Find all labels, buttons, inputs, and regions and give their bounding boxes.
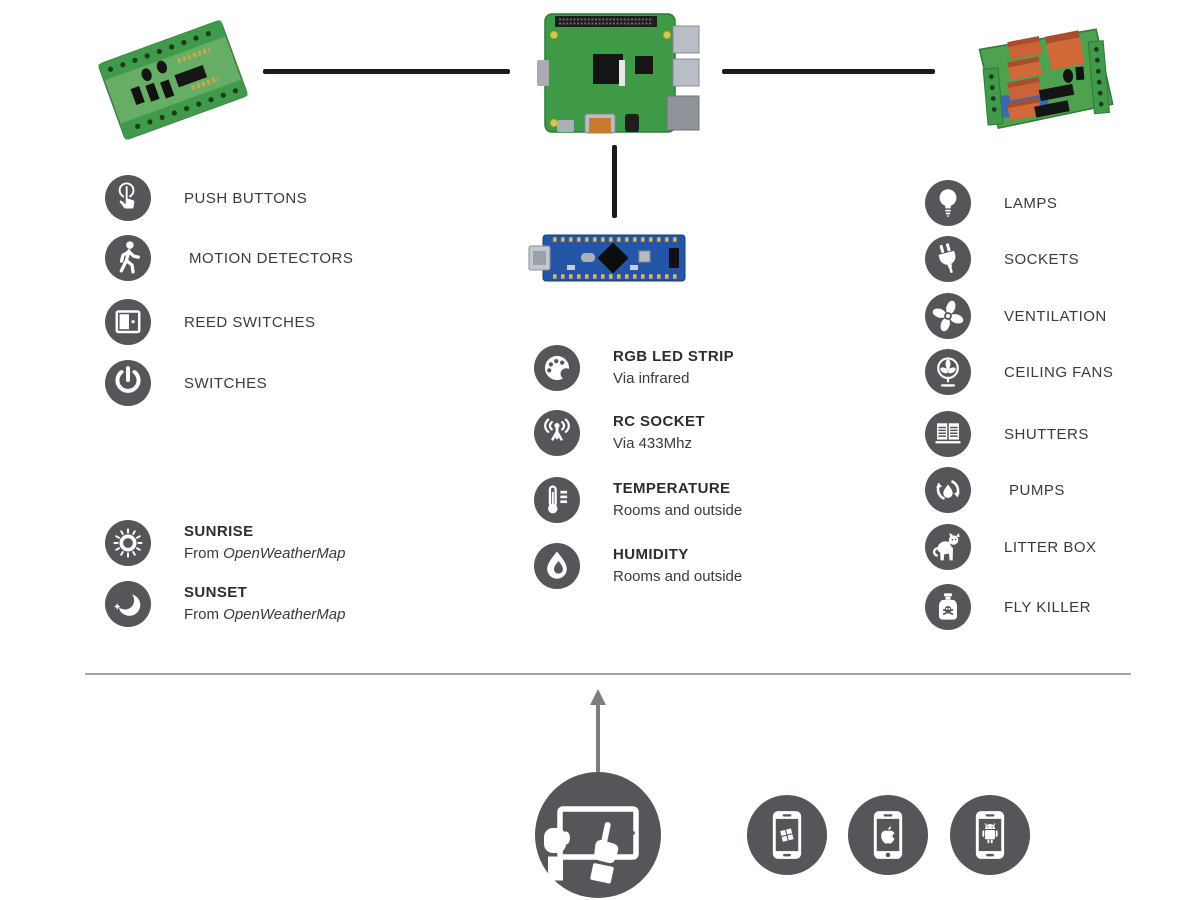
list-item: LAMPS [925, 180, 1057, 226]
raspberry-pi-photo [527, 2, 705, 144]
tablet-icon [535, 772, 661, 898]
push-button-icon [105, 175, 151, 221]
poison-bottle-icon [925, 584, 971, 630]
plug-icon [925, 236, 971, 282]
peripheral-text: RGB LED STRIP Via infrared [613, 347, 735, 388]
event-text: SUNRISE From OpenWeatherMap [184, 521, 345, 566]
item-label: MOTION DETECTORS [189, 249, 354, 267]
list-item: MOTION DETECTORS [105, 235, 353, 281]
section-divider [85, 673, 1131, 675]
item-label: LAMPS [1004, 194, 1058, 212]
peripheral-text: TEMPERATURE Rooms and outside [613, 479, 743, 520]
list-item: FLY KILLER [925, 584, 1091, 630]
connector-input-to-pi [263, 69, 510, 74]
relay-output-board-photo [962, 12, 1127, 140]
sunrise-icon [105, 520, 151, 566]
list-item: PUMPS [925, 467, 1065, 513]
sunset-icon [105, 581, 151, 627]
up-arrow-icon [590, 689, 606, 705]
list-item: SUNRISE From OpenWeatherMap [105, 520, 345, 566]
list-item: PUSH BUTTONS [105, 175, 307, 221]
rgb-palette-icon [534, 345, 580, 391]
list-item: LITTER BOX [925, 524, 1097, 570]
event-title: SUNSET [184, 583, 248, 601]
list-item: REED SWITCHES [105, 299, 316, 345]
input-terminal-board-photo [88, 10, 258, 145]
pump-icon [925, 467, 971, 513]
item-label: REED SWITCHES [184, 313, 316, 331]
power-switch-icon [105, 360, 151, 406]
list-item: SUNSET From OpenWeatherMap [105, 581, 345, 627]
event-title: SUNRISE [184, 522, 254, 540]
list-item: SWITCHES [105, 360, 267, 406]
iphone-icon [847, 794, 929, 876]
arduino-nano-photo [527, 227, 693, 289]
connector-pi-to-arduino [612, 145, 617, 218]
connector-pi-to-relay [722, 69, 935, 74]
event-source: From OpenWeatherMap [184, 606, 346, 623]
up-arrow-shaft [596, 704, 600, 772]
list-item: CEILING FANS [925, 349, 1113, 395]
peripheral-text: RC SOCKET Via 433Mhz [613, 412, 705, 453]
android-phone-icon [949, 794, 1031, 876]
thermometer-icon [534, 477, 580, 523]
item-label: CEILING FANS [1004, 363, 1114, 381]
lamp-icon [925, 180, 971, 226]
list-item: VENTILATION [925, 293, 1107, 339]
item-label: SWITCHES [184, 374, 268, 392]
windows-phone-icon [746, 794, 828, 876]
item-label: LITTER BOX [1004, 538, 1097, 556]
shutters-icon [925, 411, 971, 457]
item-label: PUMPS [1009, 481, 1065, 499]
peripheral-text: HUMIDITY Rooms and outside [613, 545, 743, 586]
list-item: RGB LED STRIP Via infrared [534, 345, 734, 391]
list-item: HUMIDITY Rooms and outside [534, 543, 742, 589]
motion-detector-icon [105, 235, 151, 281]
item-label: VENTILATION [1004, 307, 1107, 325]
list-item: TEMPERATURE Rooms and outside [534, 477, 742, 523]
event-text: SUNSET From OpenWeatherMap [184, 582, 345, 627]
desk-fan-icon [925, 349, 971, 395]
item-label: SOCKETS [1004, 250, 1080, 268]
humidity-drop-icon [534, 543, 580, 589]
item-label: FLY KILLER [1004, 598, 1091, 616]
list-item: RC SOCKET Via 433Mhz [534, 410, 705, 456]
list-item: SOCKETS [925, 236, 1079, 282]
item-label: SHUTTERS [1004, 425, 1089, 443]
reed-switch-icon [105, 299, 151, 345]
item-label: PUSH BUTTONS [184, 189, 308, 207]
rc-antenna-icon [534, 410, 580, 456]
event-source: From OpenWeatherMap [184, 545, 346, 562]
fan-blades-icon [925, 293, 971, 339]
cat-icon [925, 524, 971, 570]
list-item: SHUTTERS [925, 411, 1089, 457]
